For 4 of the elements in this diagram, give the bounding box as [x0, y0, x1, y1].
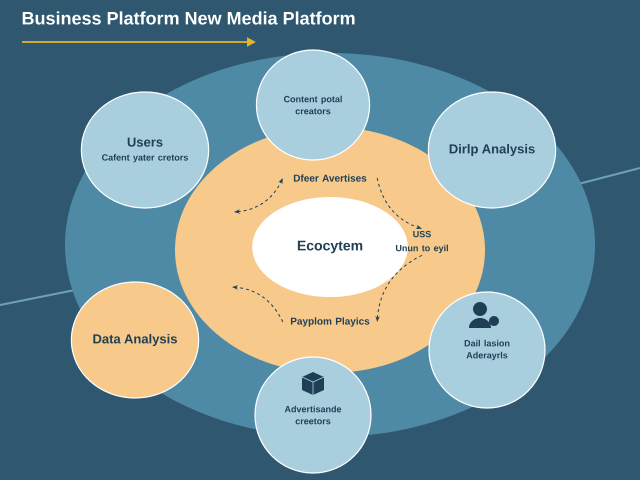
ring-text: USS Unun to eyil — [396, 230, 448, 254]
title: Business Platform New Media Platform — [22, 11, 354, 25]
ring-text: Dfeer Avertises — [294, 174, 366, 182]
ring-text: Payplom Playics — [290, 317, 370, 327]
